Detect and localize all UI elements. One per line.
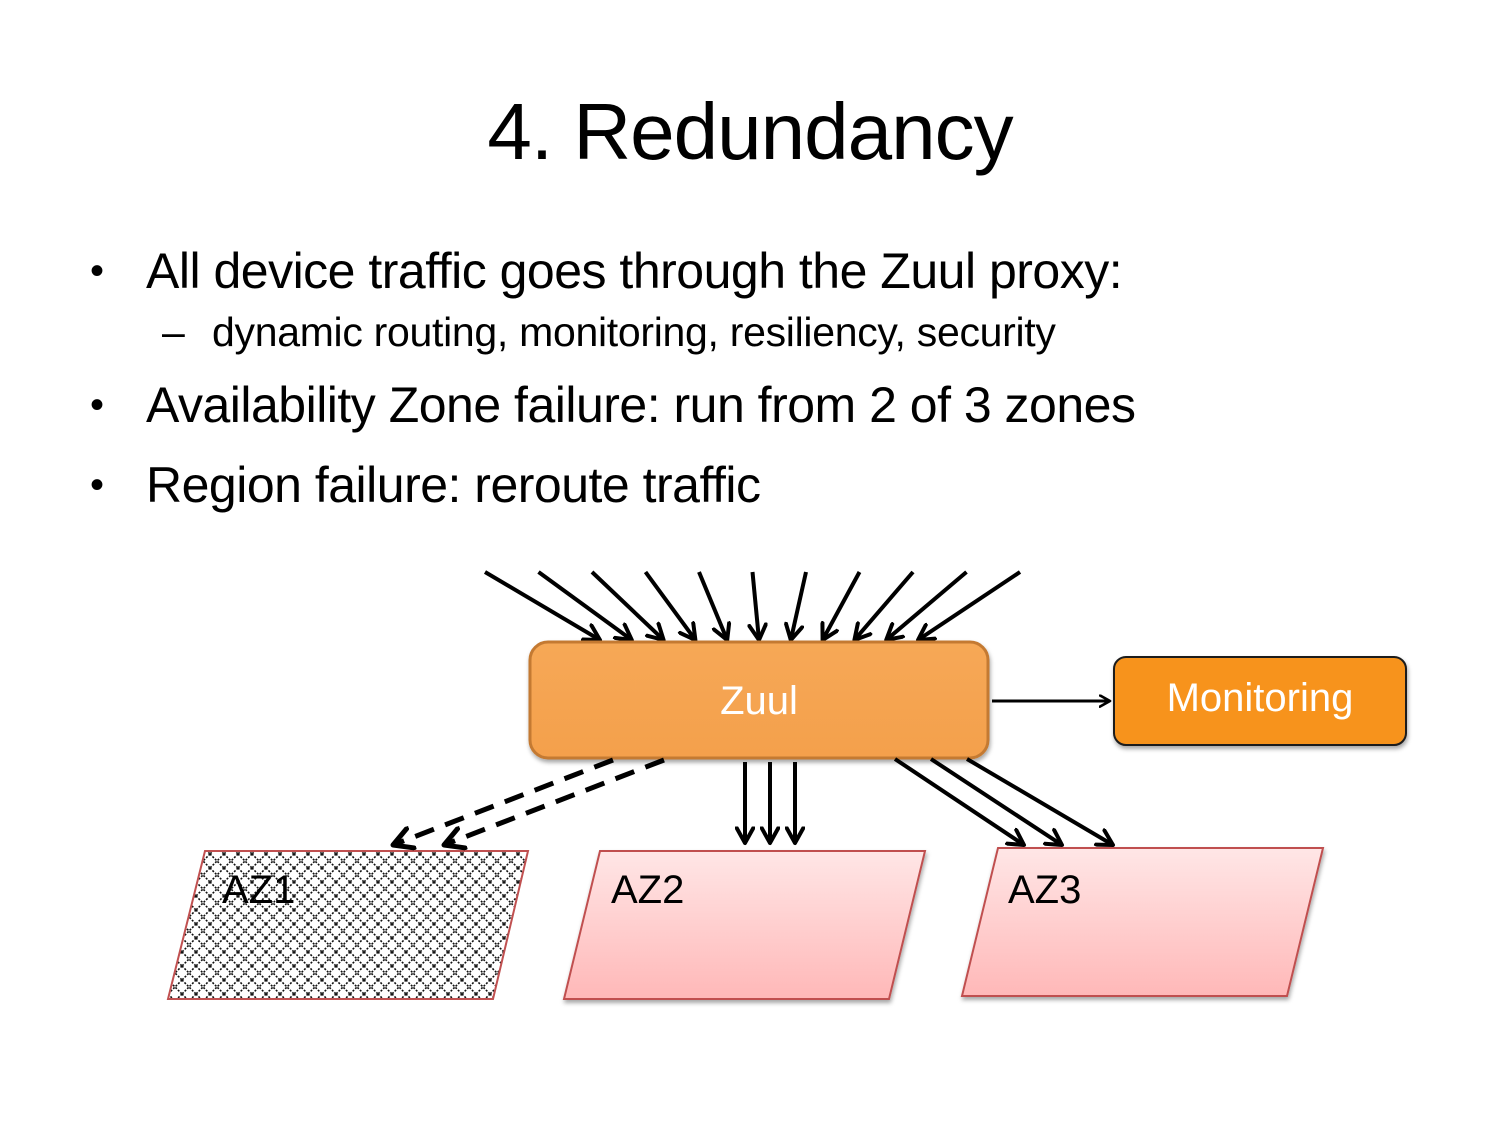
zone-label: AZ3: [1008, 868, 1081, 912]
zone-az1: AZ1: [166, 850, 530, 1000]
az3-arrows: [893, 757, 1113, 845]
zone-label: AZ1: [222, 868, 295, 912]
sub-bullet-glyph: –: [162, 309, 185, 355]
zuul-label: Zuul: [720, 679, 798, 723]
incoming-arrow: [697, 571, 727, 640]
incoming-arrow: [823, 571, 862, 640]
bullet-item: • Region failure: reroute traffic: [90, 452, 1430, 518]
dashed-arrow: [393, 757, 614, 845]
bullet-text: All device traffic goes through the Zuul…: [146, 243, 1123, 299]
zone-label: AZ2: [611, 868, 684, 912]
bullet-item: • Availability Zone failure: run from 2 …: [90, 372, 1430, 438]
zuul-proxy-node: Zuul: [528, 640, 990, 760]
az1-arrows: [393, 757, 665, 845]
monitoring-label: Monitoring: [1167, 676, 1354, 720]
slide-title: 4. Redundancy: [487, 87, 1013, 176]
sub-bullet-text: dynamic routing, monitoring, resiliency,…: [212, 309, 1056, 355]
dashed-arrow: [444, 757, 665, 845]
sub-bullet-item: – dynamic routing, monitoring, resilienc…: [90, 304, 1430, 360]
incoming-arrow: [483, 570, 600, 640]
incoming-arrows: [483, 570, 1022, 640]
solid-arrow: [929, 757, 1062, 845]
incoming-arrow: [643, 570, 696, 640]
bullet-text: Region failure: reroute traffic: [146, 457, 761, 513]
zone-az2: AZ2: [562, 850, 927, 1000]
incoming-arrow: [791, 571, 808, 640]
bullet-glyph: •: [90, 383, 104, 427]
incoming-arrow: [590, 570, 664, 640]
bullet-list: • All device traffic goes through the Zu…: [90, 238, 1430, 518]
incoming-arrow: [537, 570, 632, 640]
az2-arrows: [745, 762, 795, 843]
monitoring-node: Monitoring: [1113, 656, 1407, 746]
zone-az3: AZ3: [960, 847, 1325, 997]
incoming-arrow: [854, 570, 915, 640]
incoming-arrow: [753, 571, 760, 640]
solid-arrow: [965, 757, 1113, 845]
incoming-arrow: [918, 570, 1022, 640]
bullet-glyph: •: [90, 249, 104, 293]
incoming-arrow: [886, 570, 968, 640]
solid-arrow: [893, 757, 1024, 845]
bullet-text: Availability Zone failure: run from 2 of…: [146, 377, 1136, 433]
bullet-glyph: •: [90, 463, 104, 507]
bullet-item: • All device traffic goes through the Zu…: [90, 238, 1430, 304]
